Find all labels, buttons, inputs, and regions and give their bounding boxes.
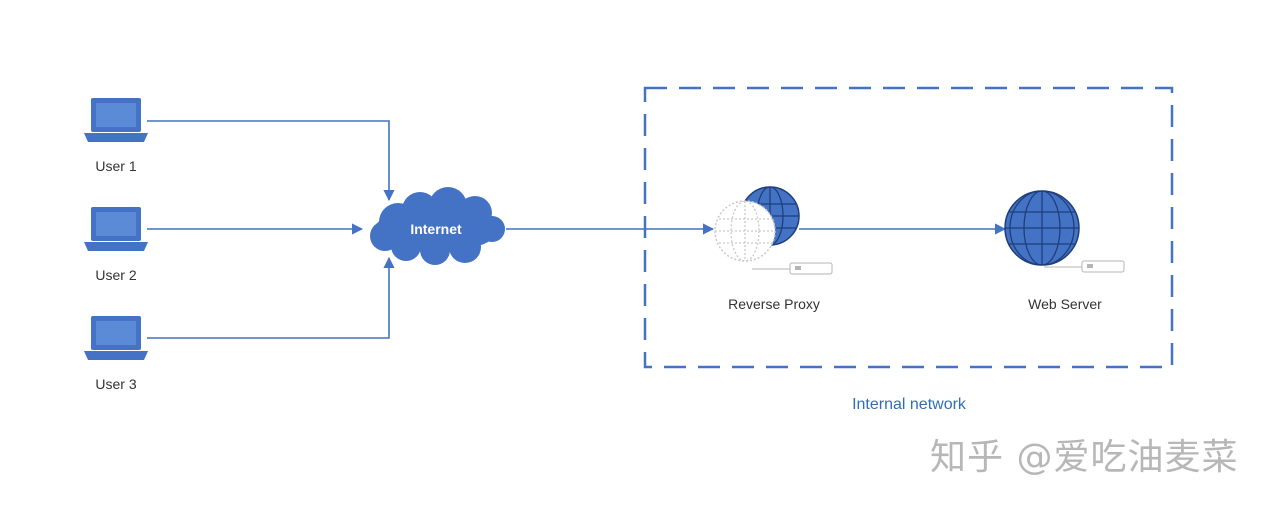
reverse-proxy-label: Reverse Proxy bbox=[728, 296, 820, 312]
internal-network-label: Internal network bbox=[852, 396, 966, 413]
laptop-icon-user-1 bbox=[84, 98, 148, 142]
globe-icon-proxy-front bbox=[714, 200, 776, 262]
server-device-icon-proxy bbox=[752, 262, 833, 275]
web-server-label: Web Server bbox=[1028, 296, 1102, 312]
laptop-icon-user-2 bbox=[84, 207, 148, 251]
user-2-label: User 2 bbox=[95, 267, 137, 283]
internet-cloud-icon bbox=[370, 187, 505, 265]
connector-user-1-internet bbox=[147, 120, 395, 202]
laptop-icon-user-3 bbox=[84, 316, 148, 360]
server-device-icon-webserver bbox=[1044, 260, 1125, 273]
connector-user-3-internet bbox=[147, 256, 395, 339]
internal-network-boundary bbox=[643, 86, 1174, 369]
internet-label: Internet bbox=[410, 221, 462, 237]
user-3-label: User 3 bbox=[95, 376, 137, 392]
watermark: 知乎 @爱吃油麦菜 bbox=[930, 437, 1239, 478]
globe-icon-webserver bbox=[1004, 190, 1080, 266]
user-1-label: User 1 bbox=[95, 158, 137, 174]
